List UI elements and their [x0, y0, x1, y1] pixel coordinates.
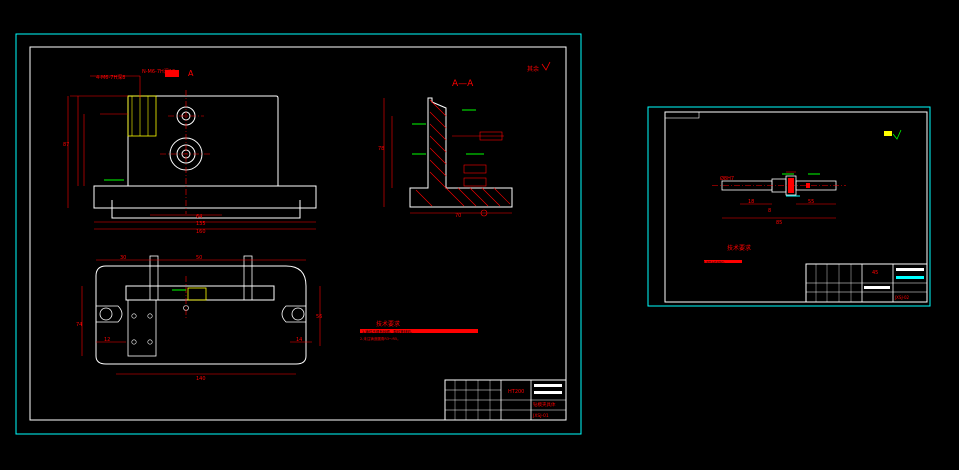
section-dim-78: 78	[378, 146, 384, 152]
section-view-a-a: A—A	[378, 79, 513, 219]
sheet-2: Ø8H7 18 85 55 8 技术要求 1.零件去毛刺锐边。 45	[647, 106, 931, 307]
top-note: 4-M6-7H深8	[96, 74, 125, 81]
sheet-1-inner-frame	[29, 46, 567, 421]
title-drawing-name: 钻模夹具体	[533, 401, 556, 408]
title2-material: 45	[872, 270, 878, 276]
pin-dim-18: 18	[748, 199, 754, 205]
title-drawing-no: JXSJ-01	[532, 413, 549, 419]
title2-drawing-no: JXSJ-02	[894, 295, 909, 300]
pin-dim-8: 8	[768, 208, 771, 214]
roughness-label: 其余	[527, 65, 539, 73]
title-material: HT200	[508, 389, 524, 395]
view-marker-a: A	[188, 69, 194, 78]
sheet-2-outer-frame	[647, 106, 931, 307]
title-block-1: HT200 钻模夹具体 JXSJ-01	[444, 379, 567, 421]
top-dim-14: 14	[296, 337, 302, 343]
top-view: 140 30 50 74 56 12 14	[76, 255, 322, 382]
dim-87: 87	[63, 142, 69, 148]
top-dim-30: 30	[120, 255, 126, 261]
top-dim-12: 12	[104, 337, 110, 343]
tech-title: 技术要求	[376, 320, 400, 328]
pin-dim-85: 85	[776, 220, 782, 226]
dim-160: 160	[196, 229, 206, 235]
tech-line-2-1: 1.零件去毛刺锐边。	[704, 260, 726, 264]
top-dim-140: 140	[196, 376, 206, 382]
top-note-2: N-M6-7H深12	[142, 68, 175, 75]
title-block-2: 45 JXSJ-02	[805, 263, 928, 303]
top-dim-50: 50	[196, 255, 202, 261]
roughness-marker	[884, 131, 892, 136]
sheet-1: 4-M6-7H深8 N-M6-7H深12 A 64 135 160 87 A—A	[15, 33, 582, 435]
section-dim-70: 70	[455, 213, 461, 219]
pin-part: Ø8H7 18 85 55 8	[712, 171, 846, 226]
dim-64: 64	[196, 214, 202, 220]
dim-135: 135	[196, 221, 206, 227]
tech-line-1: 1.铸件不得有砂眼、裂纹等缺陷。	[362, 329, 414, 334]
sheet-1-outer-frame	[15, 33, 582, 435]
front-view: 4-M6-7H深8 N-M6-7H深12 A 64 135 160 87	[63, 68, 317, 235]
tech-requirements: 技术要求 2.未注铸造圆角R3～R5。 1.铸件不得有砂眼、裂纹等缺陷。	[360, 320, 478, 341]
top-dim-74: 74	[76, 322, 82, 328]
pin-dim-55: 55	[808, 199, 814, 205]
roughness-corner: 其余	[527, 61, 551, 73]
section-label: A—A	[452, 79, 474, 89]
sheet-2-inner-frame	[664, 111, 928, 303]
pin-dim-dia: Ø8H7	[720, 175, 734, 182]
tech-line-2: 2.未注铸造圆角R3～R5。	[360, 336, 401, 341]
tech-title-2: 技术要求	[727, 244, 751, 252]
top-dim-56: 56	[316, 314, 322, 320]
